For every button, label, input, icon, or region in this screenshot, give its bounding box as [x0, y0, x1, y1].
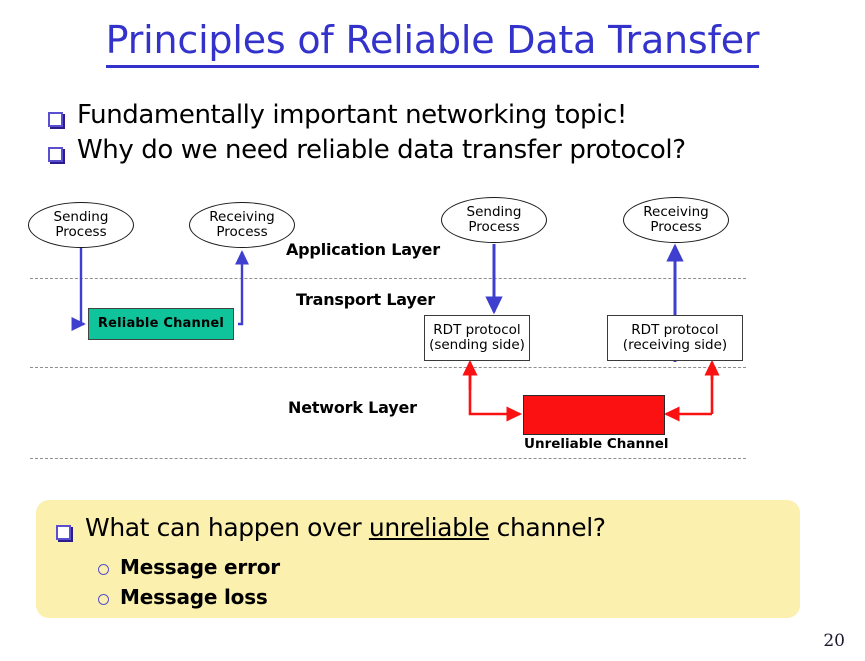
bullet-item-0-label: Fundamentally important networking topic…	[77, 100, 627, 130]
callout-question-post: channel?	[489, 513, 606, 542]
rdt-receiving-box: RDT protocol (receiving side)	[607, 315, 743, 361]
process-receiving-right: Receiving Process	[623, 197, 729, 243]
page-title-text: Principles of Reliable Data Transfer	[105, 18, 760, 68]
layer-label-transport: Transport Layer	[296, 290, 435, 309]
process-sending-right-line1: Sending	[466, 204, 522, 221]
square-bullet-icon	[48, 147, 63, 162]
process-receiving-right-line2: Process	[650, 219, 702, 235]
process-receiving-left-line2: Process	[216, 224, 268, 240]
callout-question-row: What can happen over unreliable channel?	[56, 514, 606, 542]
rdt-receiving-line2: (receiving side)	[622, 337, 728, 353]
callout-question-pre: What can happen over	[85, 513, 369, 542]
page-number: 20	[823, 631, 845, 651]
process-receiving-right-line1: Receiving	[643, 204, 709, 221]
layer-label-network: Network Layer	[288, 398, 417, 417]
process-receiving-left: Receiving Process	[189, 202, 295, 248]
rdt-receiving-line1: RDT protocol	[631, 322, 719, 339]
callout-question-underlined: unreliable	[368, 513, 490, 542]
process-sending-left-line2: Process	[55, 224, 107, 240]
rdt-sending-box: RDT protocol (sending side)	[424, 315, 530, 361]
bullet-item-1: Why do we need reliable data transfer pr…	[48, 136, 686, 165]
layer-divider-network-bottom	[30, 458, 746, 459]
rdt-sending-line2: (sending side)	[429, 337, 525, 353]
callout-panel: What can happen over unreliable channel?…	[36, 500, 800, 618]
process-sending-right-line2: Process	[468, 219, 520, 235]
layer-label-application: Application Layer	[286, 240, 440, 259]
process-receiving-left-line1: Receiving	[209, 209, 275, 226]
bullet-item-1-label: Why do we need reliable data transfer pr…	[77, 135, 686, 165]
arrow-rdt-sending-to-unreliable	[468, 364, 523, 422]
square-bullet-icon	[56, 525, 71, 540]
bullet-item-0: Fundamentally important networking topic…	[48, 101, 627, 130]
protocol-stack-diagram: Application Layer Transport Layer Networ…	[0, 180, 865, 480]
reliable-channel-box: Reliable Channel	[88, 308, 234, 340]
reliable-channel-label: Reliable Channel	[97, 315, 225, 331]
callout-sub-item-0: Message error	[98, 555, 280, 579]
layer-divider-app-transport	[30, 278, 746, 279]
arrow-sending-to-reliable	[71, 248, 86, 331]
callout-sub-item-1-label: Message loss	[120, 585, 268, 609]
callout-sub-item-1: Message loss	[98, 585, 268, 609]
process-sending-right: Sending Process	[441, 197, 547, 243]
process-sending-left-line1: Sending	[53, 209, 109, 226]
unreliable-channel-label: Unreliable Channel	[524, 436, 669, 452]
layer-divider-transport-network	[30, 367, 746, 368]
callout-question: What can happen over unreliable channel?	[85, 514, 606, 542]
square-bullet-icon	[48, 112, 63, 127]
page-title: Principles of Reliable Data Transfer	[0, 18, 865, 68]
callout-sub-item-0-label: Message error	[120, 555, 280, 579]
rdt-sending-line1: RDT protocol	[433, 322, 521, 339]
unreliable-channel-box	[523, 395, 665, 435]
circle-bullet-icon	[98, 564, 109, 575]
process-sending-left: Sending Process	[28, 202, 134, 248]
circle-bullet-icon	[98, 594, 109, 605]
arrow-reliable-to-receiving	[235, 250, 249, 326]
